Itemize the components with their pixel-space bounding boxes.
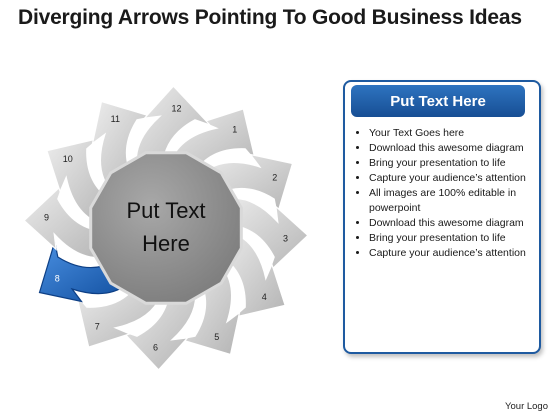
arrow-label-10: 10 (63, 154, 73, 164)
arrow-3 (220, 197, 309, 273)
center-text-line-2: Here (142, 231, 190, 256)
bullet-item: Capture your audience’s attention (369, 171, 549, 186)
arrow-2 (198, 153, 294, 215)
arrow-label-1: 1 (232, 125, 237, 135)
arrow-label-6: 6 (153, 343, 158, 353)
arrow-9 (23, 183, 112, 259)
arrow-6 (121, 282, 197, 371)
arrow-label-7: 7 (95, 321, 100, 331)
bullet-item: Bring your presentation to life (369, 231, 549, 246)
arrow-label-5: 5 (214, 332, 219, 342)
arrow-label-9: 9 (44, 213, 49, 223)
bullet-item: Download this awesome diagram (369, 141, 549, 156)
bullet-list: Your Text Goes here Download this awesom… (349, 126, 549, 261)
arrow-11 (91, 100, 153, 196)
arrow-label-11: 11 (111, 114, 120, 124)
bullet-item: Capture your audience’s attention (369, 246, 549, 261)
panel-header: Put Text Here (351, 85, 525, 117)
text-panel: Put Text Here Your Text Goes here Downlo… (343, 80, 541, 354)
center-dodecagon (89, 151, 243, 305)
arrow-5 (179, 260, 241, 356)
page-title: Diverging Arrows Pointing To Good Busine… (18, 6, 522, 29)
arrow-8 (38, 241, 134, 303)
arrow-label-4: 4 (262, 292, 267, 302)
arrow-label-2: 2 (272, 172, 277, 182)
logo-text: Your Logo (505, 401, 548, 412)
arrow-label-3: 3 (283, 234, 288, 244)
bullet-item: Bring your presentation to life (369, 156, 549, 171)
center-text-line-1: Put Text (126, 198, 205, 223)
bullet-item: Your Text Goes here (369, 126, 549, 141)
arrow-12 (135, 85, 211, 174)
bullet-item: All images are 100% editable in powerpoi… (369, 186, 549, 216)
arrow-label-8: 8 (55, 274, 60, 284)
arrow-label-12: 12 (171, 104, 181, 114)
bullet-item: Download this awesome diagram (369, 216, 549, 231)
